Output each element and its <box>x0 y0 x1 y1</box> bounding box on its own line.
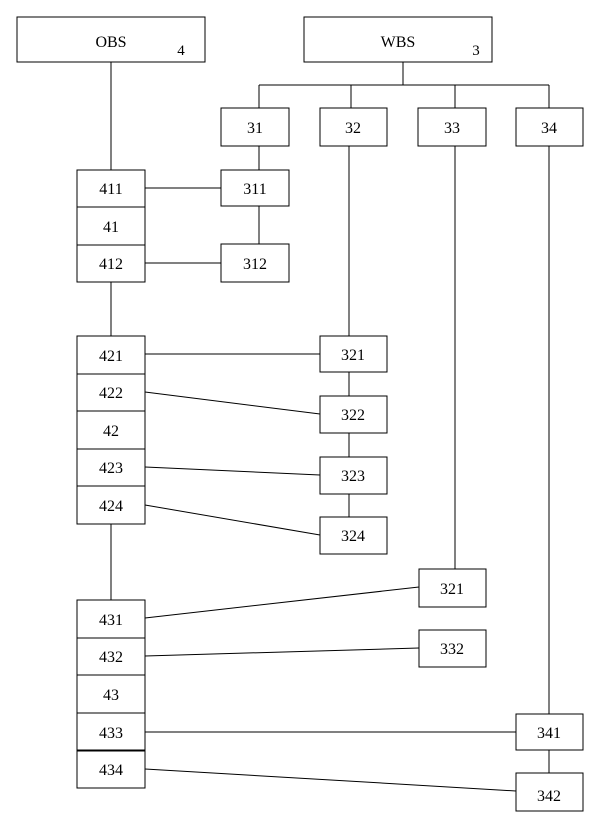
obs-box-42-label: 42 <box>103 423 119 440</box>
wbs-box-311: 311 <box>220 169 290 207</box>
wbs-branch-31-label: 31 <box>247 120 263 137</box>
wbs-branch-34: 34 <box>515 107 584 147</box>
wbs-box-322: 322 <box>319 395 388 434</box>
obs-box-434 <box>76 750 146 789</box>
wbs-box-324-label: 324 <box>341 528 365 545</box>
wbs-box-342: 342 <box>515 772 584 812</box>
link-434-342 <box>144 768 517 792</box>
wbs-box-331-label: 321 <box>440 581 464 598</box>
wbs-box-341-label: 341 <box>537 725 561 742</box>
obs-box-431-label: 431 <box>99 612 123 629</box>
obs-root-code: 4 <box>177 43 185 59</box>
obs-box-432 <box>76 637 146 676</box>
wbs-box-332: 332 <box>418 629 487 668</box>
obs-root-title: OBS <box>95 34 126 51</box>
obs-box-42 <box>76 410 146 450</box>
wbs-box-342-label: 342 <box>537 788 561 805</box>
obs-root-box: OBS 4 <box>16 16 206 63</box>
obs-box-431 <box>76 599 146 639</box>
obs-box-43-label: 43 <box>103 687 119 704</box>
wbs-box-323-label: 323 <box>341 468 365 485</box>
obs-group-42: 421 422 42 423 424 <box>76 335 146 525</box>
wbs-box-321-label: 321 <box>341 347 365 364</box>
wbs-box-323: 323 <box>319 456 388 495</box>
obs-box-433-label: 433 <box>99 725 123 742</box>
obs-box-424 <box>76 485 146 525</box>
wbs-box-321: 321 <box>319 335 388 373</box>
obs-box-41-label: 41 <box>103 219 119 236</box>
obs-box-422 <box>76 373 146 412</box>
obs-box-421-label: 421 <box>99 348 123 365</box>
link-422-322 <box>144 391 321 415</box>
wbs-root-box: WBS 3 <box>303 16 493 63</box>
wbs-box-312: 312 <box>220 243 290 283</box>
obs-box-411 <box>76 169 146 208</box>
obs-box-432-label: 432 <box>99 649 123 666</box>
obs-box-423-label: 423 <box>99 460 123 477</box>
wbs-box-311-label: 311 <box>243 181 266 198</box>
obs-box-43 <box>76 674 146 714</box>
obs-group-41: 411 41 412 <box>76 169 146 283</box>
wbs-branch-32-label: 32 <box>345 120 361 137</box>
wbs-box-341: 341 <box>515 713 584 751</box>
wbs-root-code: 3 <box>472 43 480 59</box>
obs-box-412-label: 412 <box>99 256 123 273</box>
wbs-box-331: 321 <box>418 568 487 608</box>
obs-group-43: 431 432 43 433 434 <box>76 599 146 789</box>
link-432-332 <box>144 647 420 657</box>
wbs-box-322-label: 322 <box>341 407 365 424</box>
obs-box-433 <box>76 712 146 751</box>
wbs-box-324: 324 <box>319 516 388 555</box>
obs-box-412 <box>76 244 146 283</box>
wbs-box-312-label: 312 <box>243 256 267 273</box>
wbs-branch-32: 32 <box>319 107 388 147</box>
obs-box-421 <box>76 335 146 375</box>
wbs-branch-34-label: 34 <box>541 120 557 137</box>
wbs-branch-33-label: 33 <box>444 120 460 137</box>
connector-lines <box>110 62 550 792</box>
obs-box-434-label: 434 <box>99 762 123 779</box>
wbs-root-title: WBS <box>381 34 416 51</box>
link-424-324 <box>144 504 321 536</box>
wbs-box-332-label: 332 <box>440 641 464 658</box>
obs-box-422-label: 422 <box>99 385 123 402</box>
wbs-branch-31: 31 <box>220 107 290 147</box>
link-431-331 <box>144 586 420 619</box>
obs-box-411-label: 411 <box>99 181 122 198</box>
wbs-branch-33: 33 <box>417 107 487 147</box>
obs-box-424-label: 424 <box>99 498 123 515</box>
link-423-323 <box>144 466 321 476</box>
obs-box-41 <box>76 206 146 246</box>
